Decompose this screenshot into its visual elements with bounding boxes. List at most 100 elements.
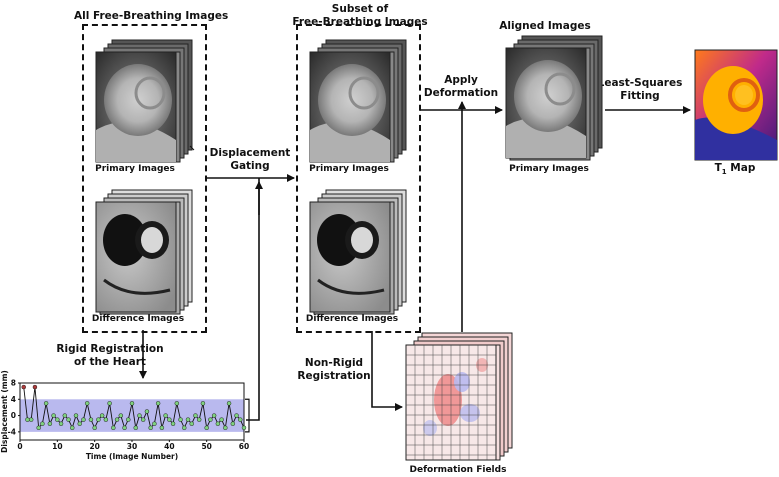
step-rigid-registration: Rigid Registration of the Heart bbox=[56, 343, 164, 368]
data-point bbox=[81, 417, 86, 422]
y-tick-label: 4 bbox=[11, 395, 16, 404]
data-point bbox=[28, 417, 34, 422]
y-tick-label: -4 bbox=[8, 427, 16, 436]
data-point bbox=[238, 417, 243, 422]
data-point bbox=[208, 417, 213, 422]
data-point bbox=[66, 417, 71, 422]
data-point bbox=[77, 421, 82, 426]
data-point bbox=[174, 401, 180, 406]
data-point bbox=[40, 421, 45, 426]
data-point bbox=[73, 413, 79, 418]
data-point bbox=[122, 425, 127, 431]
label-deformation-fields: Deformation Fields bbox=[409, 465, 507, 475]
data-point bbox=[103, 417, 109, 422]
arrow-to-non-rigid bbox=[371, 331, 403, 411]
label-difference-images-1: Difference Images bbox=[91, 314, 185, 324]
t1-map-image bbox=[694, 49, 778, 161]
data-point bbox=[178, 417, 183, 422]
data-point bbox=[167, 417, 172, 422]
data-point bbox=[215, 421, 221, 426]
label-primary-images-1: Primary Images bbox=[95, 164, 175, 174]
data-point bbox=[204, 425, 209, 431]
data-point bbox=[126, 417, 131, 422]
data-point bbox=[137, 413, 142, 418]
data-point bbox=[193, 413, 198, 418]
step-non-rigid-registration: Non-Rigid Registration bbox=[297, 357, 371, 382]
data-point bbox=[211, 413, 217, 418]
data-point bbox=[163, 413, 168, 418]
y-tick-label: 0 bbox=[11, 411, 16, 420]
x-tick-label: 10 bbox=[52, 442, 62, 451]
data-point bbox=[36, 425, 41, 431]
data-point bbox=[62, 413, 68, 418]
data-point bbox=[219, 417, 224, 422]
title-subset: Subset of Free-Breathing Images bbox=[292, 3, 428, 28]
data-point bbox=[189, 421, 194, 426]
data-point bbox=[230, 421, 236, 426]
x-tick-label: 50 bbox=[201, 442, 211, 451]
primary-stack-1 bbox=[95, 39, 195, 163]
data-point bbox=[84, 401, 90, 406]
step-apply-deformation: Apply Deformation bbox=[423, 74, 499, 99]
data-point bbox=[21, 384, 26, 390]
data-point bbox=[58, 421, 64, 426]
data-point bbox=[114, 417, 120, 422]
band-bracket bbox=[245, 398, 250, 433]
data-point bbox=[185, 417, 191, 422]
data-point bbox=[234, 413, 239, 418]
step-displacement-gating: Displacement Gating bbox=[209, 147, 291, 172]
data-point bbox=[51, 413, 56, 418]
title-all-images: All Free-Breathing Images bbox=[74, 10, 229, 22]
data-point bbox=[32, 384, 38, 390]
label-primary-images-3: Primary Images bbox=[509, 164, 589, 174]
deformation-grid bbox=[406, 345, 496, 460]
data-point bbox=[55, 417, 60, 422]
x-tick-label: 60 bbox=[239, 442, 249, 451]
data-point bbox=[159, 425, 165, 431]
data-point bbox=[129, 401, 135, 406]
data-point bbox=[111, 425, 116, 431]
data-point bbox=[43, 401, 49, 406]
data-point bbox=[152, 421, 157, 426]
data-point bbox=[182, 425, 187, 431]
x-tick-label: 0 bbox=[17, 442, 22, 451]
primary-stack-2 bbox=[309, 39, 407, 163]
label-primary-images-2: Primary Images bbox=[309, 164, 389, 174]
data-point bbox=[223, 425, 228, 431]
data-point bbox=[196, 417, 202, 422]
data-point bbox=[133, 425, 138, 431]
difference-stack-1 bbox=[95, 189, 193, 315]
title-aligned: Aligned Images bbox=[499, 20, 591, 32]
x-tick-label: 30 bbox=[127, 442, 137, 451]
data-point bbox=[144, 409, 150, 414]
data-point bbox=[155, 401, 161, 406]
data-point bbox=[99, 413, 105, 418]
data-point bbox=[107, 401, 112, 406]
x-axis-label: Time (Image Number) bbox=[86, 452, 178, 461]
arrow-chart-to-gating bbox=[246, 178, 260, 421]
data-point bbox=[25, 417, 30, 422]
flow-arrows bbox=[139, 101, 691, 421]
data-point bbox=[96, 417, 101, 422]
data-point bbox=[226, 401, 232, 406]
data-point bbox=[118, 413, 124, 418]
data-point bbox=[200, 401, 206, 406]
data-point bbox=[70, 425, 75, 431]
y-tick-label: 8 bbox=[11, 379, 16, 388]
data-point bbox=[148, 425, 153, 431]
x-tick-label: 40 bbox=[164, 442, 174, 451]
data-point bbox=[88, 417, 94, 422]
data-point bbox=[92, 425, 97, 431]
data-point bbox=[140, 417, 146, 422]
label-t1-map: T1 Map bbox=[714, 162, 756, 177]
data-point bbox=[170, 421, 176, 426]
data-point bbox=[241, 425, 247, 431]
x-tick-label: 20 bbox=[89, 442, 99, 451]
label-difference-images-2: Difference Images bbox=[305, 314, 399, 324]
data-point bbox=[47, 421, 53, 426]
subset-images-box bbox=[296, 24, 421, 333]
difference-stack-2 bbox=[309, 189, 407, 315]
y-axis-label: Displacement (mm) bbox=[0, 370, 9, 453]
